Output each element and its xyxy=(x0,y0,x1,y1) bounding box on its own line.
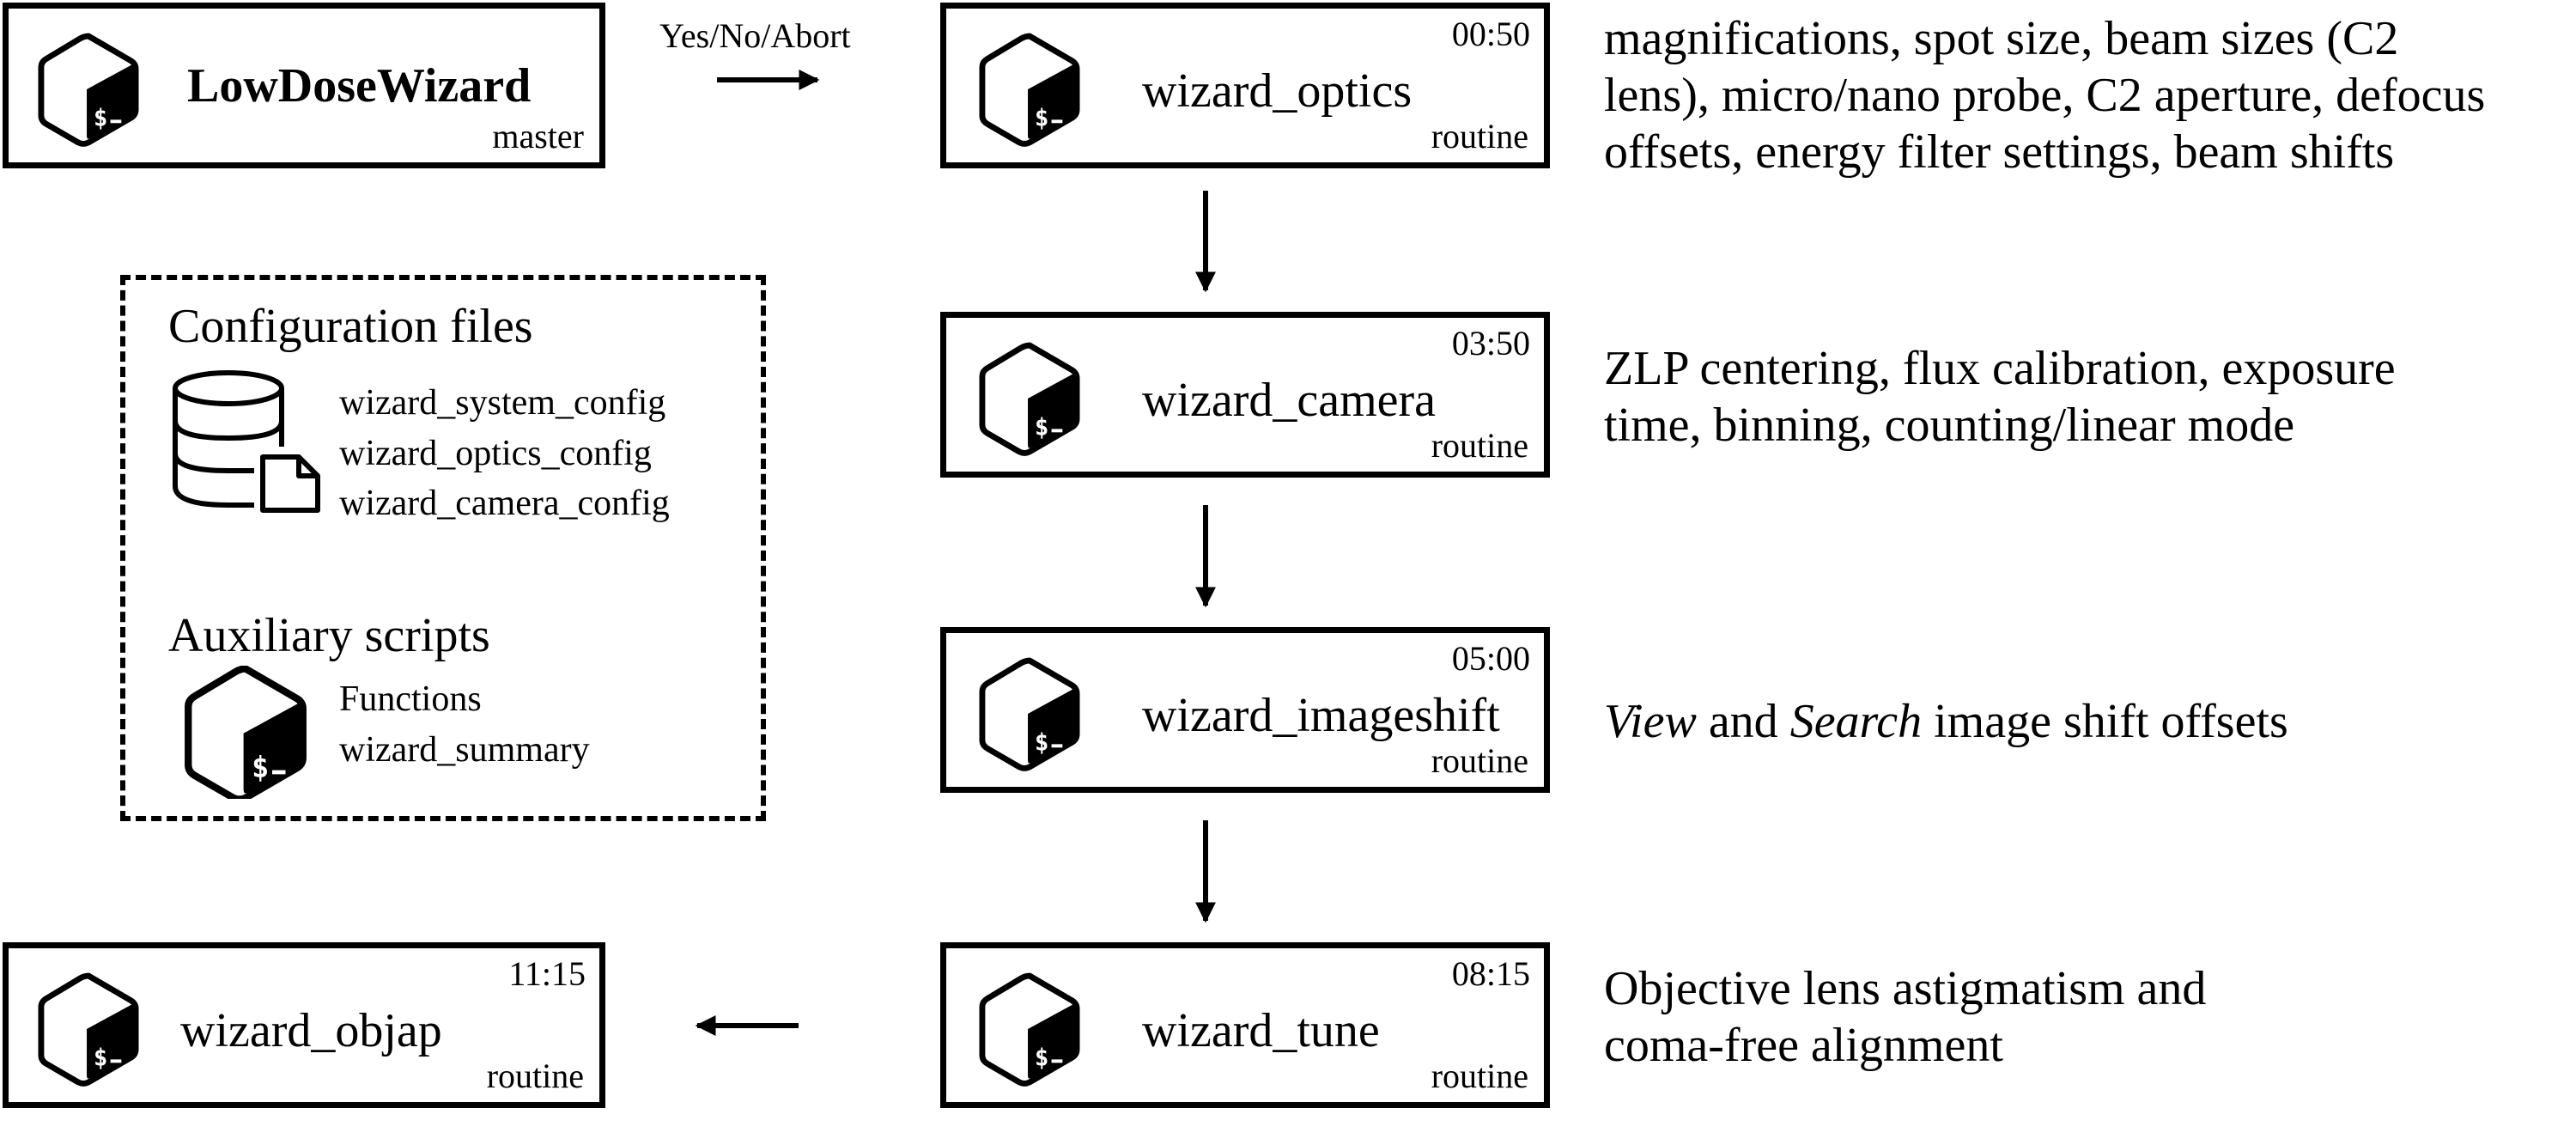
bash-icon xyxy=(979,333,1080,462)
bash-icon xyxy=(979,964,1080,1093)
routine-title: wizard_imageshift xyxy=(1142,689,1500,742)
aux-script-item: wizard_summary xyxy=(339,730,590,770)
description-line: View and Search image shift offsets xyxy=(1604,693,2288,750)
bash-icon xyxy=(180,666,311,799)
routine-time: 11:15 xyxy=(508,954,586,993)
aux-heading: Auxiliary scripts xyxy=(168,609,490,662)
routine-box-imageshift: 05:00 wizard_imageshift routine xyxy=(940,627,1550,793)
description-line: Objective lens astigmatism and xyxy=(1604,962,2207,1015)
description-line: offsets, energy filter settings, beam sh… xyxy=(1604,125,2395,179)
routine-description-camera: ZLP centering, flux calibration, exposur… xyxy=(1604,340,2396,454)
routine-role: routine xyxy=(486,1057,584,1095)
master-box: LowDoseWizard master xyxy=(3,3,605,168)
edge-label-decision: Yes/No/Abort xyxy=(659,16,851,55)
master-title: LowDoseWizard xyxy=(187,59,532,113)
bash-icon xyxy=(979,649,1080,777)
routine-time: 03:50 xyxy=(1451,324,1530,362)
description-line: coma-free alignment xyxy=(1604,1019,2003,1072)
description-text: image shift offsets xyxy=(1922,695,2288,748)
description-line: magnifications, spot size, beam sizes (C… xyxy=(1604,12,2399,65)
bash-icon xyxy=(38,964,139,1093)
description-line: lens), micro/nano probe, C2 aperture, de… xyxy=(1604,69,2486,122)
routine-title: wizard_camera xyxy=(1142,374,1436,427)
description-text: and xyxy=(1696,695,1790,748)
aux-script-item: Functions xyxy=(339,679,482,719)
routine-title: wizard_objap xyxy=(180,1004,442,1057)
config-file-item: wizard_system_config xyxy=(339,383,666,423)
routine-role: routine xyxy=(1431,117,1528,155)
search-term: Search xyxy=(1789,695,1923,748)
routine-title: wizard_tune xyxy=(1142,1004,1380,1057)
routine-description-imageshift: View and Search image shift offsets xyxy=(1604,693,2288,750)
config-file-item: wizard_optics_config xyxy=(339,434,652,473)
routine-time: 08:15 xyxy=(1451,954,1530,993)
config-heading: Configuration files xyxy=(168,300,533,353)
description-line: time, binning, counting/linear mode xyxy=(1604,399,2295,452)
routine-box-objap: 11:15 wizard_objap routine xyxy=(3,942,605,1108)
database-file-icon xyxy=(173,370,320,513)
bash-icon xyxy=(38,24,139,153)
routine-description-optics: magnifications, spot size, beam sizes (C… xyxy=(1604,10,2485,180)
view-term: View xyxy=(1604,695,1697,748)
routine-box-optics: 00:50 wizard_optics routine xyxy=(940,3,1550,168)
routine-time: 00:50 xyxy=(1451,15,1530,53)
description-line: ZLP centering, flux calibration, exposur… xyxy=(1604,342,2396,395)
routine-description-tune: Objective lens astigmatism and coma-free… xyxy=(1604,960,2206,1074)
routine-time: 05:00 xyxy=(1451,639,1530,678)
config-file-item: wizard_camera_config xyxy=(339,484,670,523)
routine-title: wizard_optics xyxy=(1142,64,1413,118)
master-role: master xyxy=(492,117,584,155)
routine-box-camera: 03:50 wizard_camera routine xyxy=(940,312,1550,478)
config-panel xyxy=(120,275,766,821)
routine-role: routine xyxy=(1431,426,1528,465)
routine-box-tune: 08:15 wizard_tune routine xyxy=(940,942,1550,1108)
routine-role: routine xyxy=(1431,741,1528,780)
bash-icon xyxy=(979,24,1080,153)
routine-role: routine xyxy=(1431,1057,1528,1095)
